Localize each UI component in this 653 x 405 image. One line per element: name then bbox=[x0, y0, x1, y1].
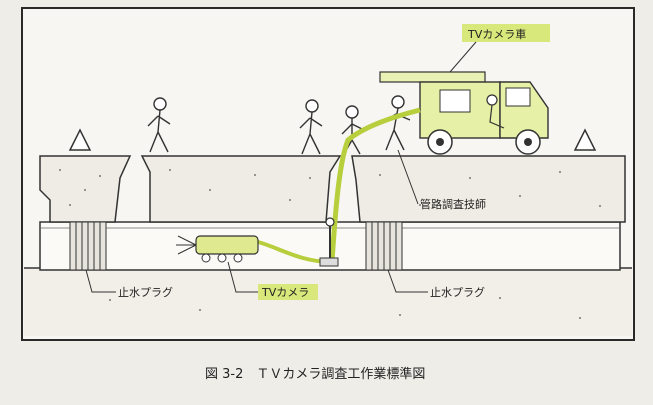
tv-camera-leader bbox=[227, 261, 258, 293]
plug-right-label: 止水プラグ bbox=[430, 285, 485, 299]
engineer-leader bbox=[397, 149, 419, 205]
engineer-label: 管路調査技師 bbox=[420, 197, 486, 211]
cable-pulley bbox=[319, 217, 339, 267]
plug-right bbox=[365, 221, 403, 271]
tv-truck-label: TVカメラ車 bbox=[467, 27, 526, 41]
plug-left-leader bbox=[85, 269, 116, 293]
tv-camera-label: TVカメラ bbox=[261, 286, 309, 299]
tv-camera-crawler bbox=[176, 235, 259, 263]
plug-right-leader bbox=[387, 269, 428, 293]
tv-camera-label-highlight bbox=[258, 284, 318, 300]
traffic-cone-left-icon bbox=[68, 128, 92, 151]
plug-left-label: 止水プラグ bbox=[118, 285, 173, 299]
camera-cable bbox=[329, 107, 421, 263]
tv-truck-label-highlight bbox=[462, 24, 550, 42]
worker-figure-2 bbox=[299, 99, 323, 155]
traffic-cone-right-icon bbox=[573, 128, 597, 151]
road-slab-middle bbox=[140, 155, 342, 223]
worker-figure-1 bbox=[147, 97, 171, 153]
road-slab-right bbox=[351, 155, 626, 223]
tv-camera-truck bbox=[379, 71, 549, 155]
figure-caption: 図 3-2 ＴＶカメラ調査工作業標準図 bbox=[205, 366, 425, 382]
tv-truck-leader bbox=[449, 41, 477, 73]
soil-ground bbox=[24, 267, 632, 336]
plug-left bbox=[69, 221, 107, 271]
